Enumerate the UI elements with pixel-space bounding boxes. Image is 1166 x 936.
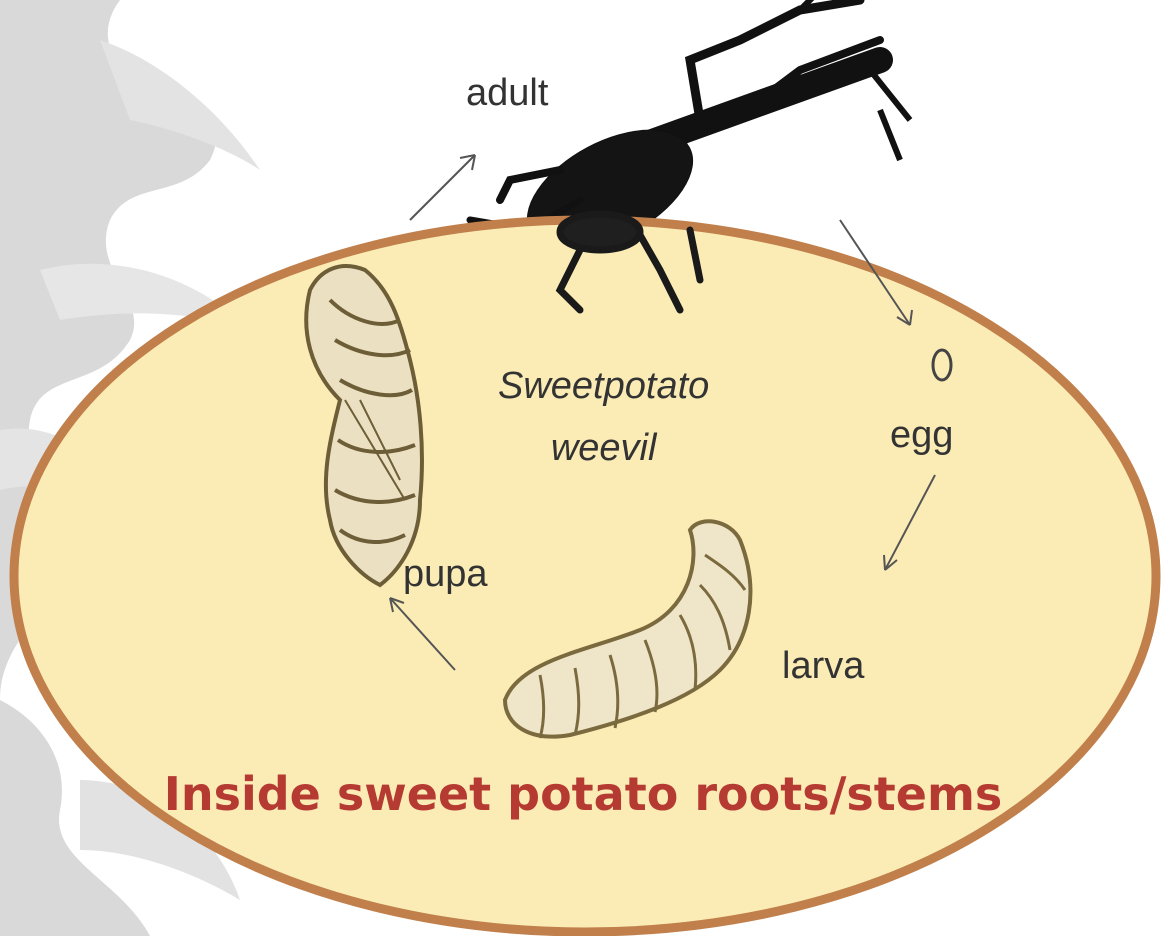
species-name: Sweetpotato weevil [498,355,709,479]
stage-label-adult: adult [466,72,548,115]
stage-label-egg: egg [890,414,953,457]
location-note: Inside sweet potato roots/stems [0,767,1166,821]
species-name-line2: weevil [498,417,709,479]
stage-label-larva: larva [782,645,864,688]
species-name-line1: Sweetpotato [498,355,709,417]
stage-label-pupa: pupa [403,553,488,596]
